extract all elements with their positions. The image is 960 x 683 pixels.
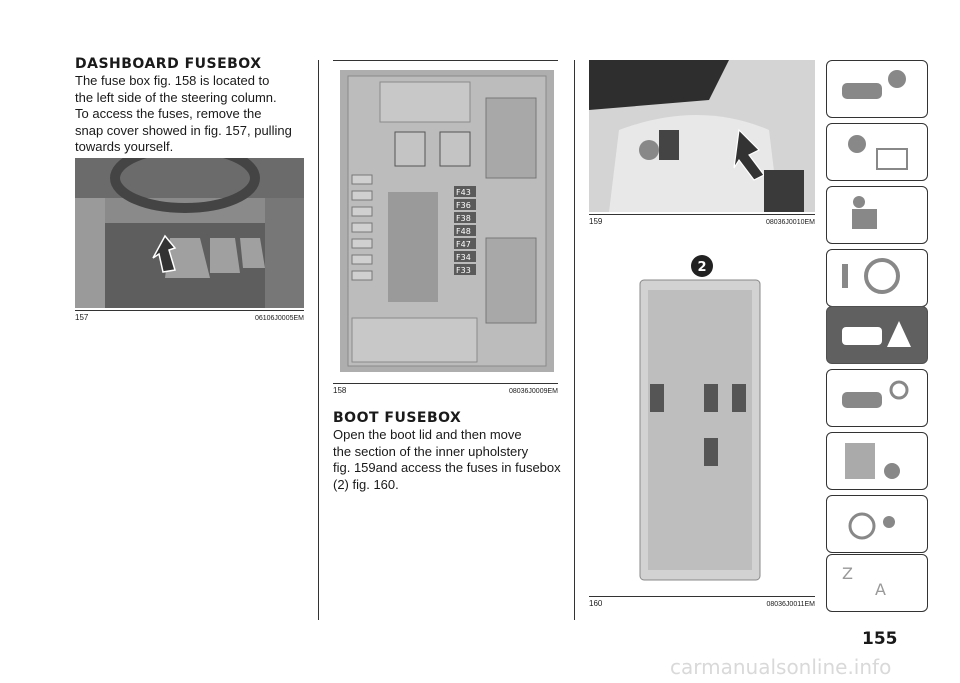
sidebar-tab-maintenance[interactable] — [826, 369, 928, 427]
fuse-label-f47: F47 — [456, 240, 471, 249]
figure-158-number: 158 — [333, 386, 347, 395]
watermark: carmanualsonline.info — [670, 655, 892, 679]
figure-157-caption: 157 06106J0005EM — [75, 310, 304, 322]
dashboard-fusebox-text: The fuse box fig. 158 is located to the … — [75, 73, 292, 154]
figure-158-caption: 158 08036J0009EM — [333, 383, 558, 395]
sidebar-tab-technical-data[interactable] — [826, 432, 928, 490]
figure-158-image: F43 F36 F38 F48 F47 F34 F33 — [340, 70, 554, 372]
boot-fusebox-heading: BOOT FUSEBOX — [333, 410, 462, 426]
dashboard-fusebox-heading: DASHBOARD FUSEBOX — [75, 56, 262, 72]
sidebar-tab-multimedia[interactable] — [826, 495, 928, 553]
figure-157-image — [75, 158, 304, 308]
technical-data-icon — [845, 443, 900, 479]
warning-lights-message-icon — [848, 135, 908, 170]
figure-160-caption: 160 08036J0011EM — [589, 596, 815, 608]
figure-158-code: 08036J0009EM — [508, 388, 558, 395]
figure-160-callout: 2 — [697, 260, 706, 275]
fuse-label-f33: F33 — [456, 266, 471, 275]
emergency-breakdown-icon — [842, 321, 911, 347]
index-icon: ZA — [842, 564, 886, 599]
figure-160-code: 08036J0011EM — [766, 601, 815, 608]
key-steering-wheel-icon — [842, 258, 900, 294]
fuse-label-f43: F43 — [456, 188, 471, 197]
fuse-label-f36: F36 — [456, 201, 471, 210]
safety-airbag-icon — [852, 196, 877, 229]
page-number: 155 — [862, 629, 898, 649]
fuse-label-f48: F48 — [456, 227, 471, 236]
column-divider-1 — [318, 60, 319, 620]
fuse-label-f34: F34 — [456, 253, 471, 262]
figure-159-number: 159 — [589, 217, 603, 226]
car-maintenance-icon — [842, 380, 909, 408]
sidebar-tab-car-info[interactable] — [826, 60, 928, 118]
svg-text:Z: Z — [842, 564, 853, 583]
sidebar-tab-starting-driving[interactable] — [826, 249, 928, 307]
sidebar-tab-emergency[interactable] — [826, 306, 928, 364]
figure-160-image: 2 — [630, 250, 770, 590]
multimedia-icon — [848, 512, 895, 540]
fuse-label-f38: F38 — [456, 214, 471, 223]
figure-159-code: 08036J0010EM — [765, 219, 815, 226]
figure-157-number: 157 — [75, 313, 89, 322]
figure-160-number: 160 — [589, 599, 603, 608]
column-divider-2 — [574, 60, 575, 620]
svg-text:A: A — [875, 580, 886, 599]
car-info-icon — [842, 70, 906, 99]
boot-fusebox-text: Open the boot lid and then move the sect… — [333, 427, 561, 492]
figure-159-image — [589, 60, 815, 212]
figure-158-top-rule — [333, 60, 558, 61]
sidebar-tab-safety[interactable] — [826, 186, 928, 244]
figure-157-code: 06106J0005EM — [254, 315, 304, 322]
figure-159-caption: 159 08036J0010EM — [589, 214, 815, 226]
sidebar-tab-warning-lights[interactable] — [826, 123, 928, 181]
